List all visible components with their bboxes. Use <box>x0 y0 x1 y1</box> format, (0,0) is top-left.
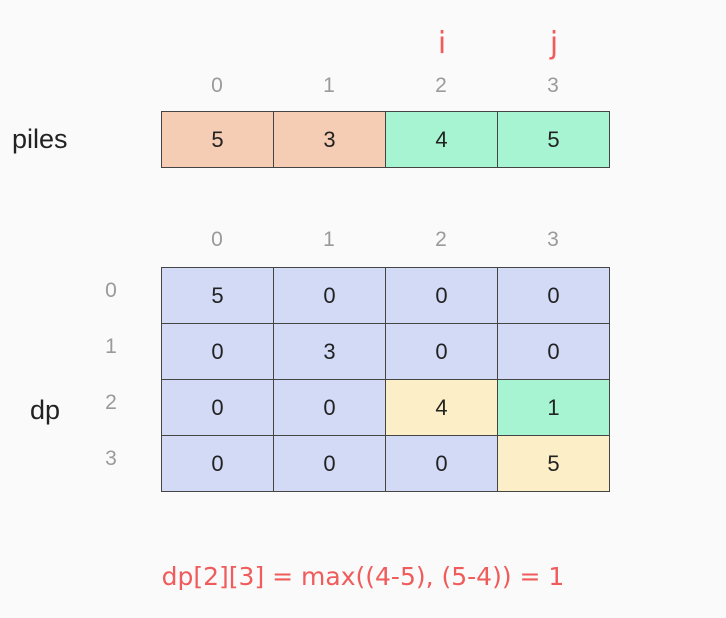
dp-cell: 4 <box>386 380 498 436</box>
pointer-i: i <box>437 26 447 61</box>
piles-label: piles <box>12 124 68 154</box>
dp-cell: 0 <box>162 436 274 492</box>
dp-cell: 0 <box>274 436 386 492</box>
dp-col-index: 2 <box>435 228 447 251</box>
piles-cell: 3 <box>274 112 386 168</box>
dp-row-index: 0 <box>105 279 117 302</box>
formula: dp[2][3] = max((4-5), (5-4)) = 1 <box>161 562 565 591</box>
dp-cell: 0 <box>274 380 386 436</box>
dp-col-index: 0 <box>211 228 223 251</box>
dp-col-index: 3 <box>547 228 559 251</box>
dp-cell: 0 <box>162 380 274 436</box>
piles-cell: 5 <box>162 112 274 168</box>
dp-cell: 0 <box>386 436 498 492</box>
dp-cell: 0 <box>386 324 498 380</box>
dp-cell: 1 <box>498 380 610 436</box>
piles-col-index: 1 <box>323 74 335 97</box>
dp-label: dp <box>30 395 61 425</box>
dp-col-index: 1 <box>323 228 335 251</box>
piles-col-index: 3 <box>547 74 559 97</box>
piles-col-index: 0 <box>211 74 223 97</box>
dp-row-index: 2 <box>105 391 117 414</box>
dp-cell: 3 <box>274 324 386 380</box>
pointer-j: j <box>549 26 559 61</box>
dp-cell: 0 <box>386 268 498 324</box>
piles-cell: 4 <box>386 112 498 168</box>
dp-cell: 5 <box>498 436 610 492</box>
piles-cell: 5 <box>498 112 610 168</box>
dp-cell: 5 <box>162 268 274 324</box>
dp-row-index: 3 <box>105 447 117 470</box>
dp-cell: 0 <box>498 268 610 324</box>
dp-cell: 0 <box>498 324 610 380</box>
dp-row-index: 1 <box>105 335 117 358</box>
dp-cell: 0 <box>274 268 386 324</box>
piles-col-index: 2 <box>435 74 447 97</box>
dp-cell: 0 <box>162 324 274 380</box>
